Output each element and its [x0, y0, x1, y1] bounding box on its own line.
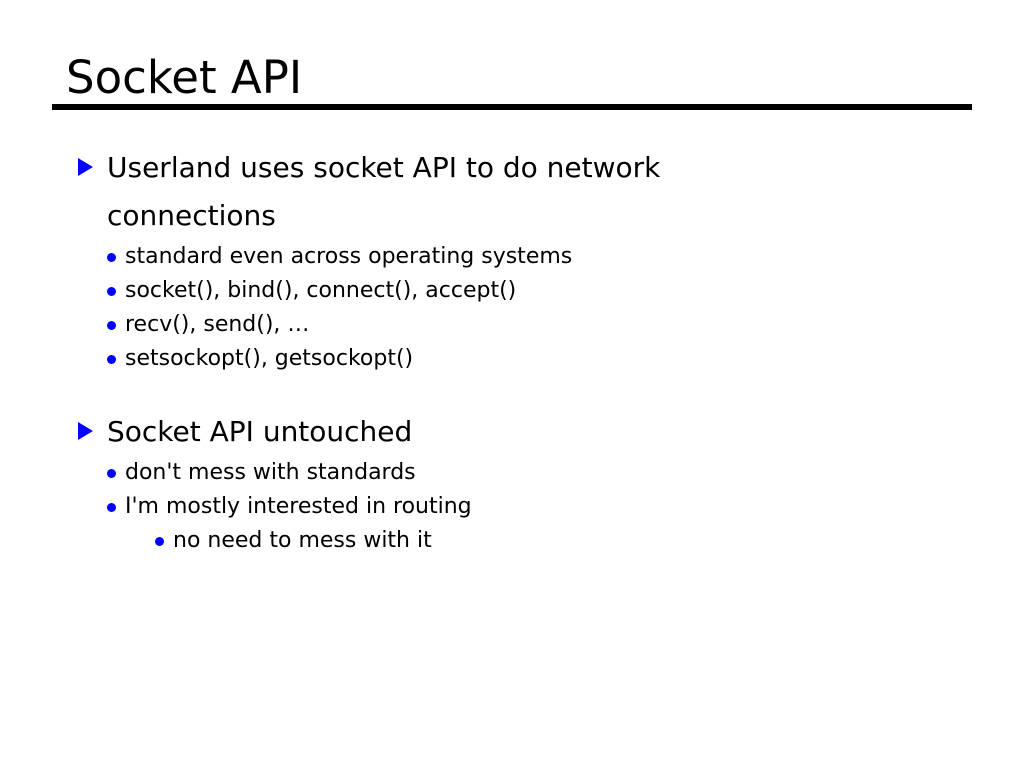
- bullet-level2: don't mess with standards: [0, 456, 1024, 490]
- bullet-level2-label: socket(), bind(), connect(), accept(): [125, 278, 517, 303]
- bullet-level2-label: don't mess with standards: [125, 460, 416, 485]
- bullet-level1-label: Userland uses socket API to do network c…: [107, 151, 670, 232]
- page-title: Socket API: [66, 51, 303, 104]
- bullet-level2-label: I'm mostly interested in routing: [125, 494, 472, 519]
- bullet-level1: Userland uses socket API to do network c…: [0, 144, 1024, 240]
- round-bullet-icon: [107, 355, 116, 364]
- round-bullet-icon: [155, 537, 164, 546]
- bullet-level1: Socket API untouched: [0, 408, 1024, 456]
- bullet-level1-label: Socket API untouched: [107, 415, 413, 448]
- bullet-level2: recv(), send(), …: [0, 308, 1024, 342]
- bullet-level2: socket(), bind(), connect(), accept(): [0, 274, 1024, 308]
- round-bullet-icon: [107, 321, 116, 330]
- bullet-level2-label: recv(), send(), …: [125, 312, 310, 337]
- bullet-level2: standard even across operating systems: [0, 240, 1024, 274]
- bullet-level3-label: no need to mess with it: [173, 528, 432, 553]
- bullet-level2: I'm mostly interested in routing: [0, 490, 1024, 524]
- round-bullet-icon: [107, 253, 116, 262]
- triangle-right-bullet-icon: [78, 158, 93, 176]
- slide-body-outline: Userland uses socket API to do network c…: [0, 144, 1024, 558]
- bullet-level2-label: standard even across operating systems: [125, 244, 573, 269]
- bullet-level3: no need to mess with it: [0, 524, 1024, 558]
- bullet-level2: setsockopt(), getsockopt(): [0, 342, 1024, 376]
- round-bullet-icon: [107, 503, 116, 512]
- triangle-right-bullet-icon: [78, 422, 93, 440]
- round-bullet-icon: [107, 469, 116, 478]
- bullet-level2-label: setsockopt(), getsockopt(): [125, 346, 414, 371]
- round-bullet-icon: [107, 287, 116, 296]
- title-underline-rule: [52, 104, 972, 110]
- group-spacer: [0, 376, 1024, 408]
